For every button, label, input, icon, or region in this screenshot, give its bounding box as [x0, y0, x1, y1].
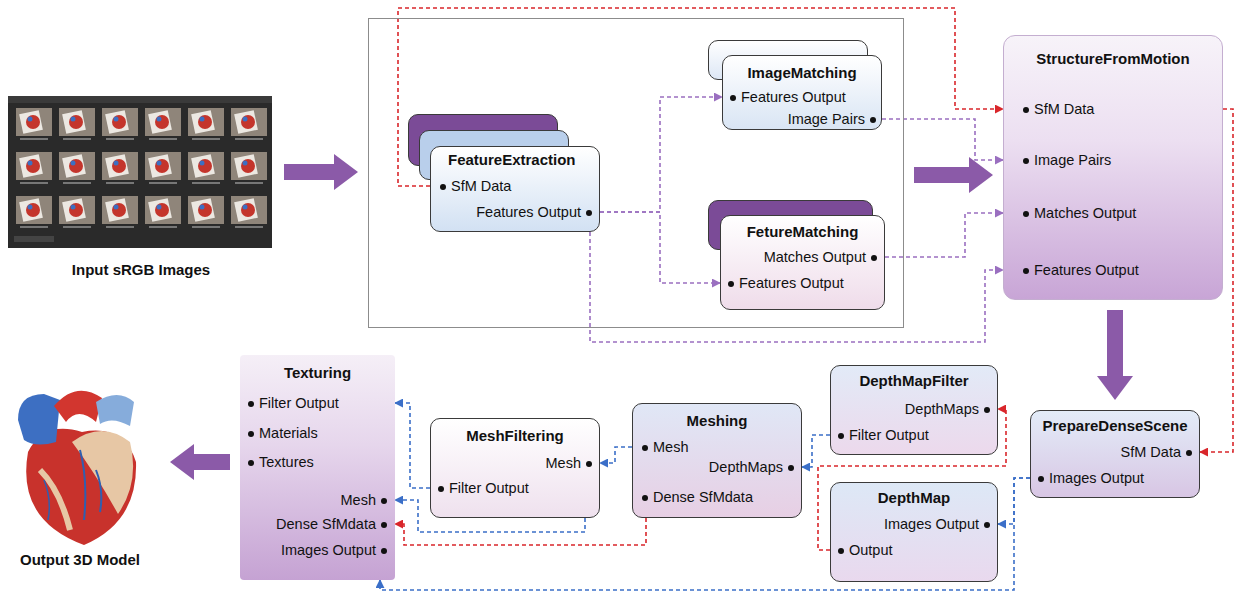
data-connector: [600, 212, 720, 283]
port-dot: [871, 255, 877, 261]
data-connector: [395, 518, 646, 545]
port-dot: [586, 461, 592, 467]
port-dot: [984, 407, 990, 413]
port-dot: [838, 433, 844, 439]
port-label: Output: [838, 541, 893, 559]
flow-arrow: [914, 157, 993, 193]
node-title: StructureFromMotion: [1003, 50, 1223, 68]
port-label: SfM Data: [1121, 443, 1192, 461]
input-image-panel: Input sRGB Images: [8, 96, 274, 282]
image-thumbnail-panel: [8, 96, 272, 248]
data-connector: [395, 403, 430, 488]
flow-arrow: [284, 154, 358, 190]
flow-arrow: [170, 444, 230, 480]
port-dot: [586, 210, 592, 216]
port-dot: [788, 465, 794, 471]
port-label: DepthMaps: [709, 458, 794, 476]
port-dot: [1038, 476, 1044, 482]
port-dot: [381, 548, 387, 554]
port-dot: [248, 431, 254, 437]
port-label: Features Output: [730, 88, 846, 106]
heart-model: [18, 391, 136, 545]
node-title: DepthMapFilter: [830, 372, 998, 390]
node-title: FetureMatching: [720, 223, 885, 241]
node-title: MeshFiltering: [430, 427, 600, 445]
node-title: Texturing: [240, 364, 395, 382]
process-panel: StructureFromMotionSfM DataImage PairsMa…: [1003, 35, 1223, 300]
port-dot: [440, 184, 446, 190]
pipeline-group: FeatureExtractionSfM DataFeatures Output…: [368, 18, 904, 328]
process-panel: TexturingFilter OutputMaterialsTexturesM…: [240, 355, 395, 580]
port-label: Filter Output: [838, 426, 929, 444]
port-dot: [728, 281, 734, 287]
port-label: Filter Output: [248, 394, 339, 412]
data-connector: [380, 478, 1030, 590]
process-box: MeshingMeshDepthMapsDense SfMdata: [632, 403, 802, 518]
port-label: Filter Output: [438, 479, 529, 497]
data-connector: [600, 97, 722, 212]
node-title: ImageMatching: [722, 64, 882, 82]
port-label: Matches Output: [764, 248, 877, 266]
node-title: FeatureExtraction: [448, 151, 576, 169]
port-dot: [1023, 268, 1029, 274]
port-dot: [642, 445, 648, 451]
process-box: DepthMapFilterDepthMapsFilter Output: [830, 365, 998, 455]
port-dot: [838, 548, 844, 554]
data-connector: [882, 119, 1003, 160]
port-label: Matches Output: [1023, 204, 1136, 222]
port-label: DepthMaps: [905, 400, 990, 418]
port-label: Dense SfMdata: [276, 515, 387, 533]
port-label: Textures: [248, 453, 314, 471]
data-connector: [802, 435, 830, 467]
port-label: SfM Data: [440, 177, 511, 195]
port-dot: [642, 495, 648, 501]
data-connector: [398, 8, 1003, 186]
port-dot: [870, 117, 876, 123]
port-dot: [1186, 450, 1192, 456]
port-dot: [248, 460, 254, 466]
port-dot: [730, 95, 736, 101]
port-label: Images Output: [1038, 469, 1144, 487]
port-dot: [381, 498, 387, 504]
node-title: Meshing: [632, 412, 802, 430]
port-dot: [1023, 158, 1029, 164]
node-title: PrepareDenseScene: [1030, 417, 1200, 435]
port-label: Features Output: [728, 274, 844, 292]
port-label: Image Pairs: [788, 110, 876, 128]
port-dot: [984, 522, 990, 528]
port-label: Dense SfMdata: [642, 488, 753, 506]
process-card: FeatureExtractionSfM DataFeatures Output: [430, 146, 600, 232]
process-card: ImageMatchingFeatures OutputImage Pairs: [722, 55, 882, 130]
port-label: Image Pairs: [1023, 151, 1111, 169]
process-card: FetureMatchingMatches OutputFeatures Out…: [720, 215, 885, 310]
port-dot: [1023, 107, 1029, 113]
process-box: PrepareDenseSceneSfM DataImages Output: [1030, 410, 1200, 498]
port-label: Images Output: [281, 541, 387, 559]
node-title: Output 3D Model: [0, 551, 160, 569]
port-label: Features Output: [1023, 261, 1139, 279]
data-connector: [600, 447, 632, 463]
node-title: DepthMap: [830, 489, 998, 507]
port-label: Mesh: [642, 438, 688, 456]
port-label: SfM Data: [1023, 100, 1094, 118]
port-label: Mesh: [341, 491, 387, 509]
port-dot: [438, 486, 444, 492]
port-dot: [381, 522, 387, 528]
port-dot: [248, 401, 254, 407]
data-connector: [885, 213, 1003, 257]
port-label: Features Output: [476, 203, 592, 221]
node-title: Input sRGB Images: [8, 261, 274, 279]
output-model: Output 3D Model: [0, 388, 160, 578]
flow-arrow: [1097, 310, 1133, 400]
process-box: MeshFilteringMeshFilter Output: [430, 418, 600, 518]
process-box: DepthMapImages OutputOutput: [830, 482, 998, 582]
port-dot: [1023, 211, 1029, 217]
port-label: Mesh: [546, 454, 592, 472]
port-label: Materials: [248, 424, 318, 442]
port-label: Images Output: [884, 515, 990, 533]
